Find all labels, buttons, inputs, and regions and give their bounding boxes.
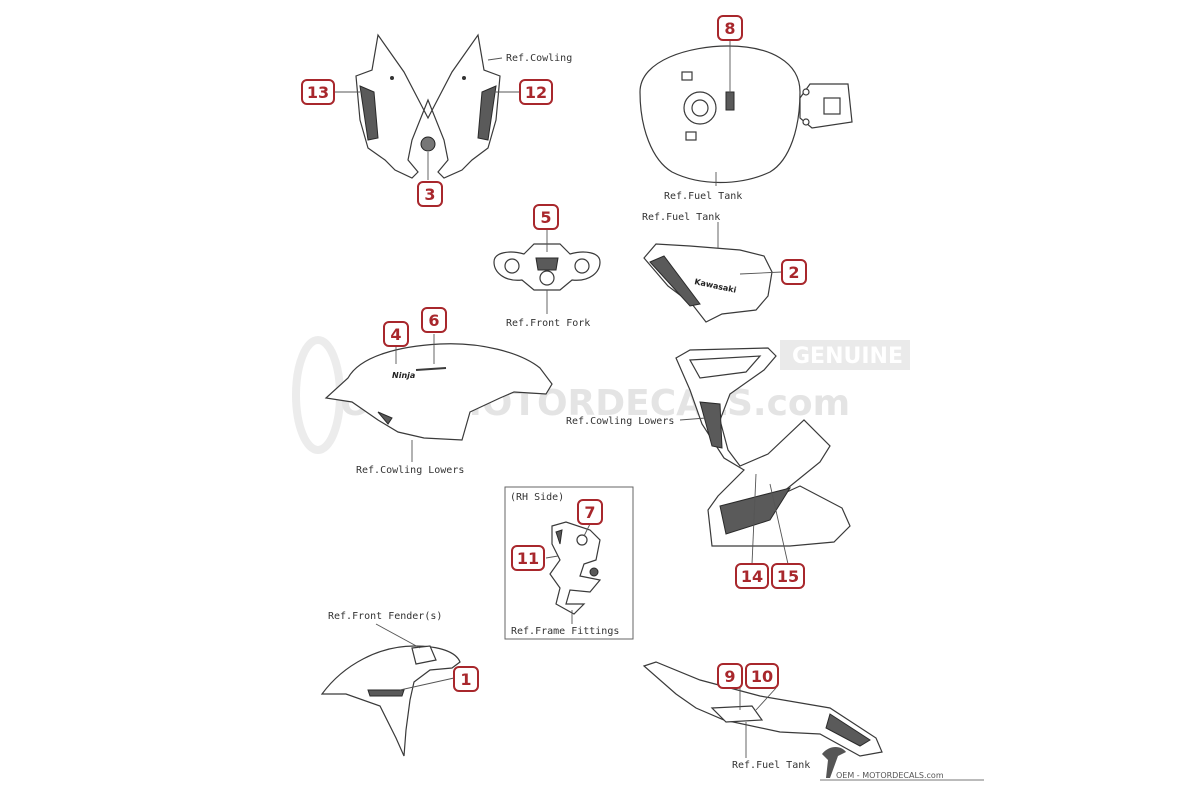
- svg-text:15: 15: [777, 567, 799, 586]
- rh-side-label: (RH Side): [510, 492, 564, 503]
- svg-text:10: 10: [751, 667, 773, 686]
- tank-side-panel: Kawasaki: [643, 243, 773, 323]
- callout-14: 14: [735, 563, 769, 589]
- svg-text:14: 14: [741, 567, 763, 586]
- svg-text:6: 6: [428, 311, 439, 330]
- ref-front-fenders-label: Ref.Front Fender(s): [328, 611, 442, 622]
- callout-2: 2: [781, 259, 807, 285]
- ref-cowling-lowers-right-label: Ref.Cowling Lowers: [566, 416, 674, 427]
- callout-11: 11: [511, 545, 545, 571]
- ref-fuel-tank-mid-label: Ref.Fuel Tank: [642, 212, 720, 223]
- callout-6: 6: [421, 307, 447, 333]
- front-cowling: [355, 33, 501, 179]
- svg-text:9: 9: [724, 667, 735, 686]
- ref-fuel-tank-bottom-label: Ref.Fuel Tank: [732, 760, 810, 771]
- callout-12: 12: [519, 79, 553, 105]
- front-fork-top-clamp: [493, 243, 601, 291]
- fuel-tank: [639, 45, 853, 184]
- ref-front-fork-label: Ref.Front Fork: [506, 318, 590, 329]
- leader-lines: [334, 40, 789, 758]
- ref-cowling-label: Ref.Cowling: [506, 53, 572, 64]
- tank-lower-panel: [642, 661, 883, 757]
- left-side-fairing: Ninja: [324, 343, 553, 441]
- svg-text:2: 2: [788, 263, 799, 282]
- ref-fuel-tank-top-label: Ref.Fuel Tank: [664, 191, 742, 202]
- callout-5: 5: [533, 204, 559, 230]
- callout-tags: 1 2 3 4 5 6 7 8: [301, 15, 807, 692]
- reference-labels: Ref.Cowling Ref.Fuel Tank Ref.Fuel Tank …: [328, 53, 810, 771]
- bird-logo-icon: [822, 747, 846, 778]
- callout-3: 3: [417, 181, 443, 207]
- right-side-fairing: [675, 347, 851, 547]
- svg-text:5: 5: [540, 208, 551, 227]
- svg-text:7: 7: [584, 503, 595, 522]
- svg-text:13: 13: [307, 83, 329, 102]
- svg-text:4: 4: [390, 325, 401, 344]
- footer-brand: OEM - MOTORDECALS.com: [820, 747, 984, 781]
- svg-text:8: 8: [724, 19, 735, 38]
- ref-cowling-lowers-left-label: Ref.Cowling Lowers: [356, 465, 464, 476]
- callout-7: 7: [577, 499, 603, 525]
- svg-text:11: 11: [517, 549, 539, 568]
- callout-15: 15: [771, 563, 805, 589]
- callout-9: 9: [717, 663, 743, 689]
- svg-text:12: 12: [525, 83, 547, 102]
- ref-frame-fittings-label: Ref.Frame Fittings: [511, 626, 619, 637]
- callout-1: 1: [453, 666, 479, 692]
- fairing-model-decal: Ninja: [392, 371, 415, 380]
- front-fender: [320, 645, 461, 757]
- callout-10: 10: [745, 663, 779, 689]
- callout-4: 4: [383, 321, 409, 347]
- callout-8: 8: [717, 15, 743, 41]
- watermark-badge: GENUINE: [792, 344, 903, 369]
- svg-text:1: 1: [460, 670, 471, 689]
- svg-text:3: 3: [424, 185, 435, 204]
- callout-13: 13: [301, 79, 335, 105]
- footer-brand-text: OEM - MOTORDECALS.com: [836, 771, 944, 780]
